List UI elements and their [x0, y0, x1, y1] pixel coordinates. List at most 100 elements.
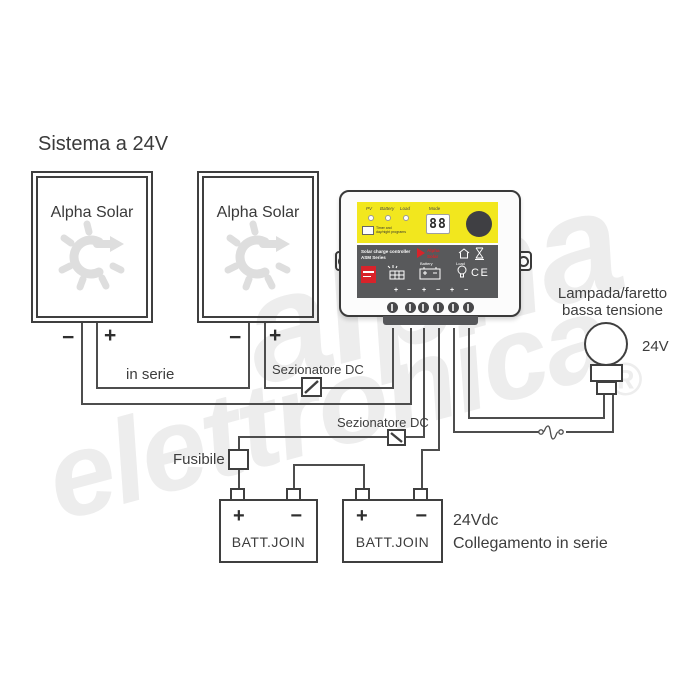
weee-bin-icon — [475, 247, 484, 260]
brand-line2: Solar — [427, 254, 439, 259]
pv-led-icon — [368, 215, 374, 221]
disconnect-diagonal-icon — [390, 432, 403, 443]
led-label-pv: PV — [366, 206, 373, 211]
solar-panel-2: Alpha Solar — [197, 171, 319, 323]
series-panels-label: in serie — [126, 366, 175, 383]
led-label-load: Load — [400, 206, 411, 211]
diagram-title: Sistema a 24V — [38, 133, 169, 155]
wire-pv-minus-vertical — [410, 328, 412, 405]
wire-fuse-top — [238, 437, 240, 451]
terminal-screw-pv-minus[interactable] — [404, 302, 416, 313]
wire-battery-plus-vertical — [423, 328, 425, 438]
charge-controller: PV Battery Load Timer and day/night prog… — [335, 190, 532, 330]
inline-fuse-icon — [538, 425, 564, 440]
terminal-screw-pv-plus[interactable] — [386, 302, 398, 313]
fuse-label: Fusibile — [173, 451, 225, 468]
wire-load-minus-vertical — [468, 328, 470, 419]
panel2-plus-sign: + — [269, 324, 282, 347]
wire-panel2-minus — [248, 323, 250, 389]
wire-battery-series-left — [293, 464, 295, 490]
disconnect2-label: Sezionatore DC — [337, 415, 429, 430]
terminal-screw-load-minus[interactable] — [462, 302, 474, 313]
terminal-screw-battery-plus[interactable] — [417, 302, 429, 313]
wire-pv-plus-horizontal — [264, 387, 394, 389]
battery1-label: BATT.JOIN — [231, 534, 306, 550]
terminal-screw-load-plus[interactable] — [447, 302, 459, 313]
wire-lamp-lead-right — [612, 394, 614, 433]
battery-minus-mark: − — [436, 287, 441, 294]
panel2-minus-sign: − — [229, 326, 242, 349]
wire-load-plus-horizontal-a — [453, 431, 540, 433]
led-label-battery: Battery — [380, 206, 395, 211]
wire-lamp-lead-left — [603, 394, 605, 419]
wire-battery-series-right — [363, 464, 365, 490]
pv-plus-mark: + — [394, 287, 399, 294]
wire-battery-minus-vertical — [438, 328, 440, 451]
brand-line1: Alpha — [427, 248, 440, 253]
wire-pv-minus-horizontal — [81, 403, 412, 405]
lamp-bulb — [584, 322, 628, 366]
solar-panel-1-label: Alpha Solar — [50, 204, 134, 221]
alpha-solar-logo-icon — [417, 248, 425, 258]
ce-mark: CE — [471, 267, 490, 279]
wire-panel1-minus — [81, 323, 83, 405]
sun-icon — [58, 220, 125, 291]
wire-disconnect2-horizontal — [238, 436, 425, 438]
solar-panel-2-label: Alpha Solar — [216, 204, 300, 221]
timer-note-line1: Timer and — [376, 226, 392, 230]
timer-note-line2: day/night programs — [376, 230, 406, 234]
lamp-neck — [596, 381, 617, 395]
mode-label: Mode — [429, 206, 441, 211]
lamp-label-line1: Lampada/faretto — [557, 285, 668, 302]
terminal-strip — [383, 316, 478, 325]
alpha-elettronica-badge — [361, 266, 376, 283]
battery-terminal-label: Battery — [420, 261, 433, 266]
wire-battery-series-top — [293, 464, 365, 466]
battery-2: + − BATT.JOIN — [342, 499, 443, 563]
terminal-screw-battery-minus[interactable] — [432, 302, 444, 313]
battery-plus-mark: + — [422, 287, 427, 294]
product-name-line1: Solar charge controller — [361, 249, 411, 254]
solar-panel-1: Alpha Solar — [31, 171, 153, 323]
battery2-label: BATT.JOIN — [355, 534, 430, 550]
disconnect-diagonal-icon — [304, 380, 319, 394]
fuse-symbol — [228, 449, 249, 470]
wire-load-plus-vertical — [453, 328, 455, 433]
lamp-voltage-label: 24V — [642, 338, 669, 355]
battery1-plus-sign: + — [233, 505, 245, 527]
controller-label-panel: Solar charge controller ASM Series Alpha… — [357, 245, 498, 298]
wire-battery-minus-drop — [421, 449, 423, 490]
house-icon — [458, 248, 470, 259]
battery-led-icon — [385, 215, 391, 221]
wire-load-plus-horizontal-b — [566, 431, 614, 433]
battery-1: + − BATT.JOIN — [219, 499, 318, 563]
load-terminal-label: Load — [456, 261, 465, 266]
controller-display-panel: PV Battery Load Timer and day/night prog… — [357, 202, 498, 243]
wire-panel2-plus — [264, 323, 266, 389]
timer-display-icon — [362, 226, 374, 235]
seven-segment-display: 88 — [426, 214, 450, 234]
wire-fuse-bottom — [238, 469, 240, 490]
sun-icon — [224, 220, 291, 291]
load-led-icon — [403, 215, 409, 221]
solar-panel-2-frame: Alpha Solar — [202, 176, 314, 318]
battery2-minus-sign: − — [415, 505, 427, 527]
disconnect2-symbol — [387, 429, 406, 446]
output-connection-label: Collegamento in serie — [453, 535, 608, 552]
load-minus-mark: − — [464, 287, 469, 294]
bulb-icon — [457, 265, 467, 278]
wire-load-minus-horizontal — [468, 417, 605, 419]
wire-series-link-panels — [96, 387, 250, 389]
wire-battery-minus-jog — [421, 449, 440, 451]
product-name-line2: ASM Series — [361, 255, 386, 260]
solar-panel-1-frame: Alpha Solar — [36, 176, 148, 318]
lamp-base — [590, 364, 623, 382]
panel1-plus-sign: + — [104, 324, 117, 347]
lamp-label-line2: bassa tensione — [562, 302, 663, 319]
panel1-minus-sign: − — [62, 326, 75, 349]
battery1-minus-sign: − — [290, 505, 302, 527]
battery-icon — [419, 267, 441, 280]
mode-button[interactable] — [466, 211, 492, 237]
disconnect1-symbol — [301, 377, 322, 397]
